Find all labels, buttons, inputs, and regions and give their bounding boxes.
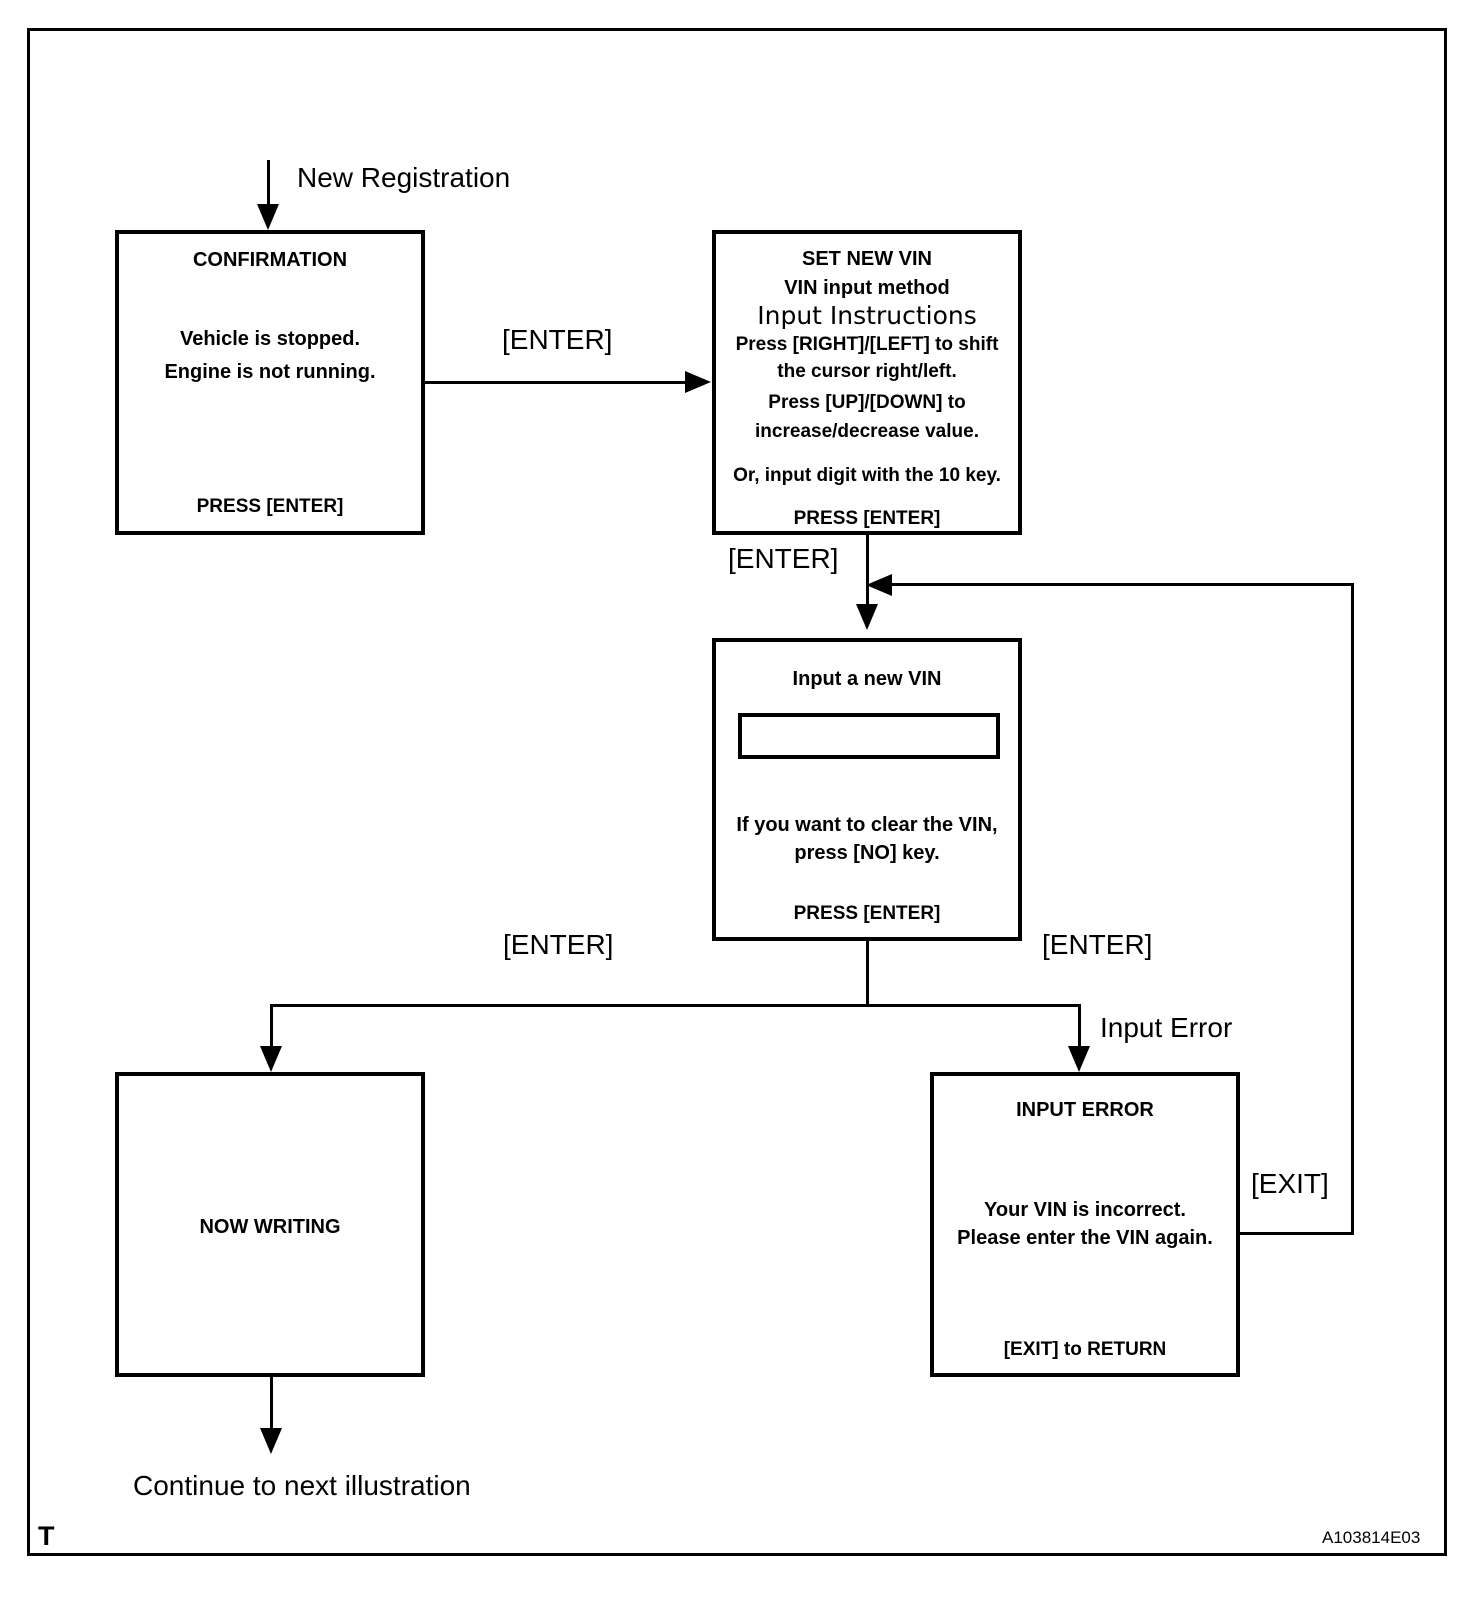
- input-error-branch-label: Input Error: [1100, 1012, 1233, 1043]
- entry-label: New Registration: [297, 162, 511, 193]
- branch-split-line: [270, 1004, 1081, 1007]
- setvin-instruction-line4: increase/decrease value.: [755, 421, 979, 442]
- error-return-bottom-line: [1240, 1232, 1354, 1235]
- setvin-footer: PRESS [ENTER]: [793, 508, 941, 529]
- setvin-instruction-line5: Or, input digit with the 10 key.: [733, 465, 1001, 486]
- setvin-instruction-line2: the cursor right/left.: [777, 361, 957, 382]
- vin-input-field[interactable]: [738, 713, 1000, 759]
- screen-now-writing: NOW WRITING: [115, 1072, 425, 1377]
- exit-arrowhead-icon: [260, 1428, 282, 1454]
- screen-set-new-vin: SET NEW VIN VIN input method Input Instr…: [712, 230, 1022, 535]
- error-return-top-line: [890, 583, 1354, 586]
- setvin-to-input-label: [ENTER]: [728, 543, 839, 574]
- confirmation-body-line2: Engine is not running.: [164, 361, 376, 383]
- now-writing-title: NOW WRITING: [199, 1216, 341, 1238]
- exit-arrow-line: [270, 1377, 273, 1439]
- branch-left-label: [ENTER]: [503, 929, 614, 960]
- branch-right-label: [ENTER]: [1042, 929, 1153, 960]
- screen-confirmation: CONFIRMATION Vehicle is stopped. Engine …: [115, 230, 425, 535]
- branch-stem-line: [866, 941, 869, 1007]
- branch-left-arrowhead-icon: [260, 1046, 282, 1072]
- setvin-subtitle: VIN input method: [784, 277, 950, 299]
- error-return-arrowhead-icon: [866, 574, 892, 596]
- corner-mark-t: T: [38, 1521, 55, 1551]
- setvin-instruction-line1: Press [RIGHT]/[LEFT] to shift: [735, 334, 999, 355]
- input-error-body-line2: Please enter the VIN again.: [957, 1227, 1213, 1249]
- setvin-heading: Input Instructions: [757, 301, 977, 330]
- screen-input-error: INPUT ERROR Your VIN is incorrect. Pleas…: [930, 1072, 1240, 1377]
- entry-arrow-line: [267, 160, 270, 212]
- input-new-vin-title: Input a new VIN: [792, 668, 942, 690]
- input-new-vin-hint-line1: If you want to clear the VIN,: [736, 814, 998, 836]
- branch-left-leg-line: [270, 1004, 273, 1059]
- branch-right-leg-line: [1078, 1004, 1081, 1059]
- confirm-to-setvin-line: [425, 381, 690, 384]
- confirmation-title: CONFIRMATION: [192, 249, 348, 271]
- input-new-vin-hint-line2: press [NO] key.: [794, 842, 940, 864]
- branch-right-arrowhead-icon: [1068, 1046, 1090, 1072]
- input-error-body-line1: Your VIN is incorrect.: [984, 1199, 1186, 1221]
- error-return-label: [EXIT]: [1251, 1168, 1329, 1199]
- error-return-vertical-line: [1351, 583, 1354, 1235]
- figure-code: A103814E03: [1322, 1528, 1421, 1547]
- exit-label: Continue to next illustration: [133, 1470, 471, 1501]
- confirm-to-setvin-arrowhead-icon: [685, 371, 711, 393]
- input-error-title: INPUT ERROR: [1016, 1099, 1154, 1121]
- confirm-to-setvin-label: [ENTER]: [502, 324, 613, 355]
- confirmation-footer: PRESS [ENTER]: [196, 496, 344, 517]
- input-new-vin-footer: PRESS [ENTER]: [793, 903, 941, 924]
- illustration-border: [27, 28, 1447, 1556]
- entry-arrowhead-icon: [257, 204, 279, 230]
- input-error-footer: [EXIT] to RETURN: [1003, 1339, 1167, 1360]
- setvin-to-input-arrowhead-icon: [856, 604, 878, 630]
- setvin-instruction-line3: Press [UP]/[DOWN] to: [768, 392, 966, 413]
- setvin-title: SET NEW VIN: [801, 248, 932, 270]
- confirmation-body-line1: Vehicle is stopped.: [179, 328, 361, 350]
- screen-input-new-vin: Input a new VIN If you want to clear the…: [712, 638, 1022, 941]
